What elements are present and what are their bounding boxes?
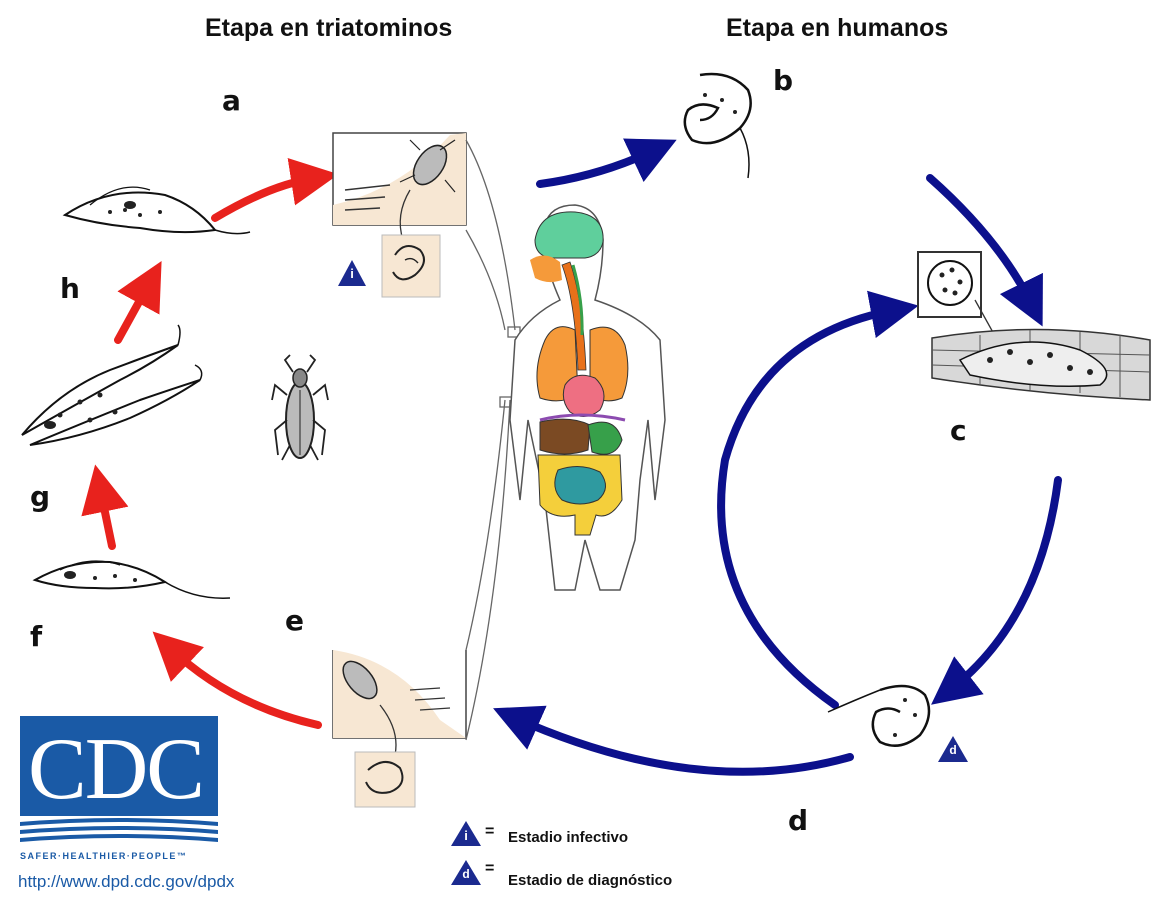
- cdc-tagline: SAFER·HEALTHIER·PEOPLE™: [20, 851, 187, 861]
- arrow-c-to-d: [950, 480, 1058, 690]
- arrow-d-to-e: [515, 718, 850, 772]
- insect-stage-arrows: [100, 178, 318, 725]
- legend-equals-infective: =: [485, 823, 494, 841]
- legend-diagnostic-label: Estadio de diagnóstico: [508, 872, 672, 889]
- liver: [540, 419, 590, 454]
- stage-label-a: a: [222, 84, 241, 117]
- stage-label-d: d: [788, 804, 808, 837]
- parasite-b: [685, 74, 751, 178]
- muscle-tissue-c: [918, 252, 1150, 400]
- parasite-d: [828, 686, 929, 746]
- stage-label-e: e: [285, 604, 304, 637]
- cdc-logo-letters: CDC: [28, 720, 203, 820]
- legend-infective-letter: i: [460, 828, 472, 843]
- cdc-logo: CDC: [20, 716, 218, 848]
- cdc-logo-stripes: [20, 816, 218, 848]
- heading-triatomine-stage: Etapa en triatominos: [205, 14, 452, 43]
- arrow-d-to-cell: [721, 310, 895, 705]
- triatomine-bug: [272, 355, 328, 460]
- small-intestine: [555, 466, 606, 504]
- cdc-url[interactable]: http://www.dpd.cdc.gov/dpdx: [18, 872, 234, 892]
- diagnostic-marker-letter: d: [947, 743, 959, 757]
- arrow-g-to-h: [100, 488, 112, 546]
- stage-label-b: b: [773, 64, 793, 97]
- legend-diagnostic-letter: d: [460, 867, 472, 881]
- arrow-e-to-f: [170, 648, 318, 725]
- human-body: [510, 205, 665, 590]
- infective-marker-letter: i: [346, 266, 358, 281]
- heart: [563, 375, 604, 416]
- parasite-g-h: [22, 325, 202, 445]
- brain: [535, 212, 603, 258]
- stage-label-f: f: [30, 620, 42, 653]
- bite-panel-bottom: [333, 650, 466, 807]
- arrow-bite-to-b: [540, 150, 655, 184]
- stage-label-h: h: [60, 272, 80, 305]
- arrow-h-to-a: [118, 282, 150, 340]
- stage-label-g: g: [30, 480, 50, 513]
- parasite-f: [35, 561, 230, 598]
- stage-label-c: c: [950, 414, 967, 447]
- arrow-a-to-bite: [215, 178, 315, 218]
- heading-human-stage: Etapa en humanos: [726, 14, 948, 43]
- legend-equals-diagnostic: =: [485, 860, 494, 878]
- legend-infective-label: Estadio infectivo: [508, 829, 628, 846]
